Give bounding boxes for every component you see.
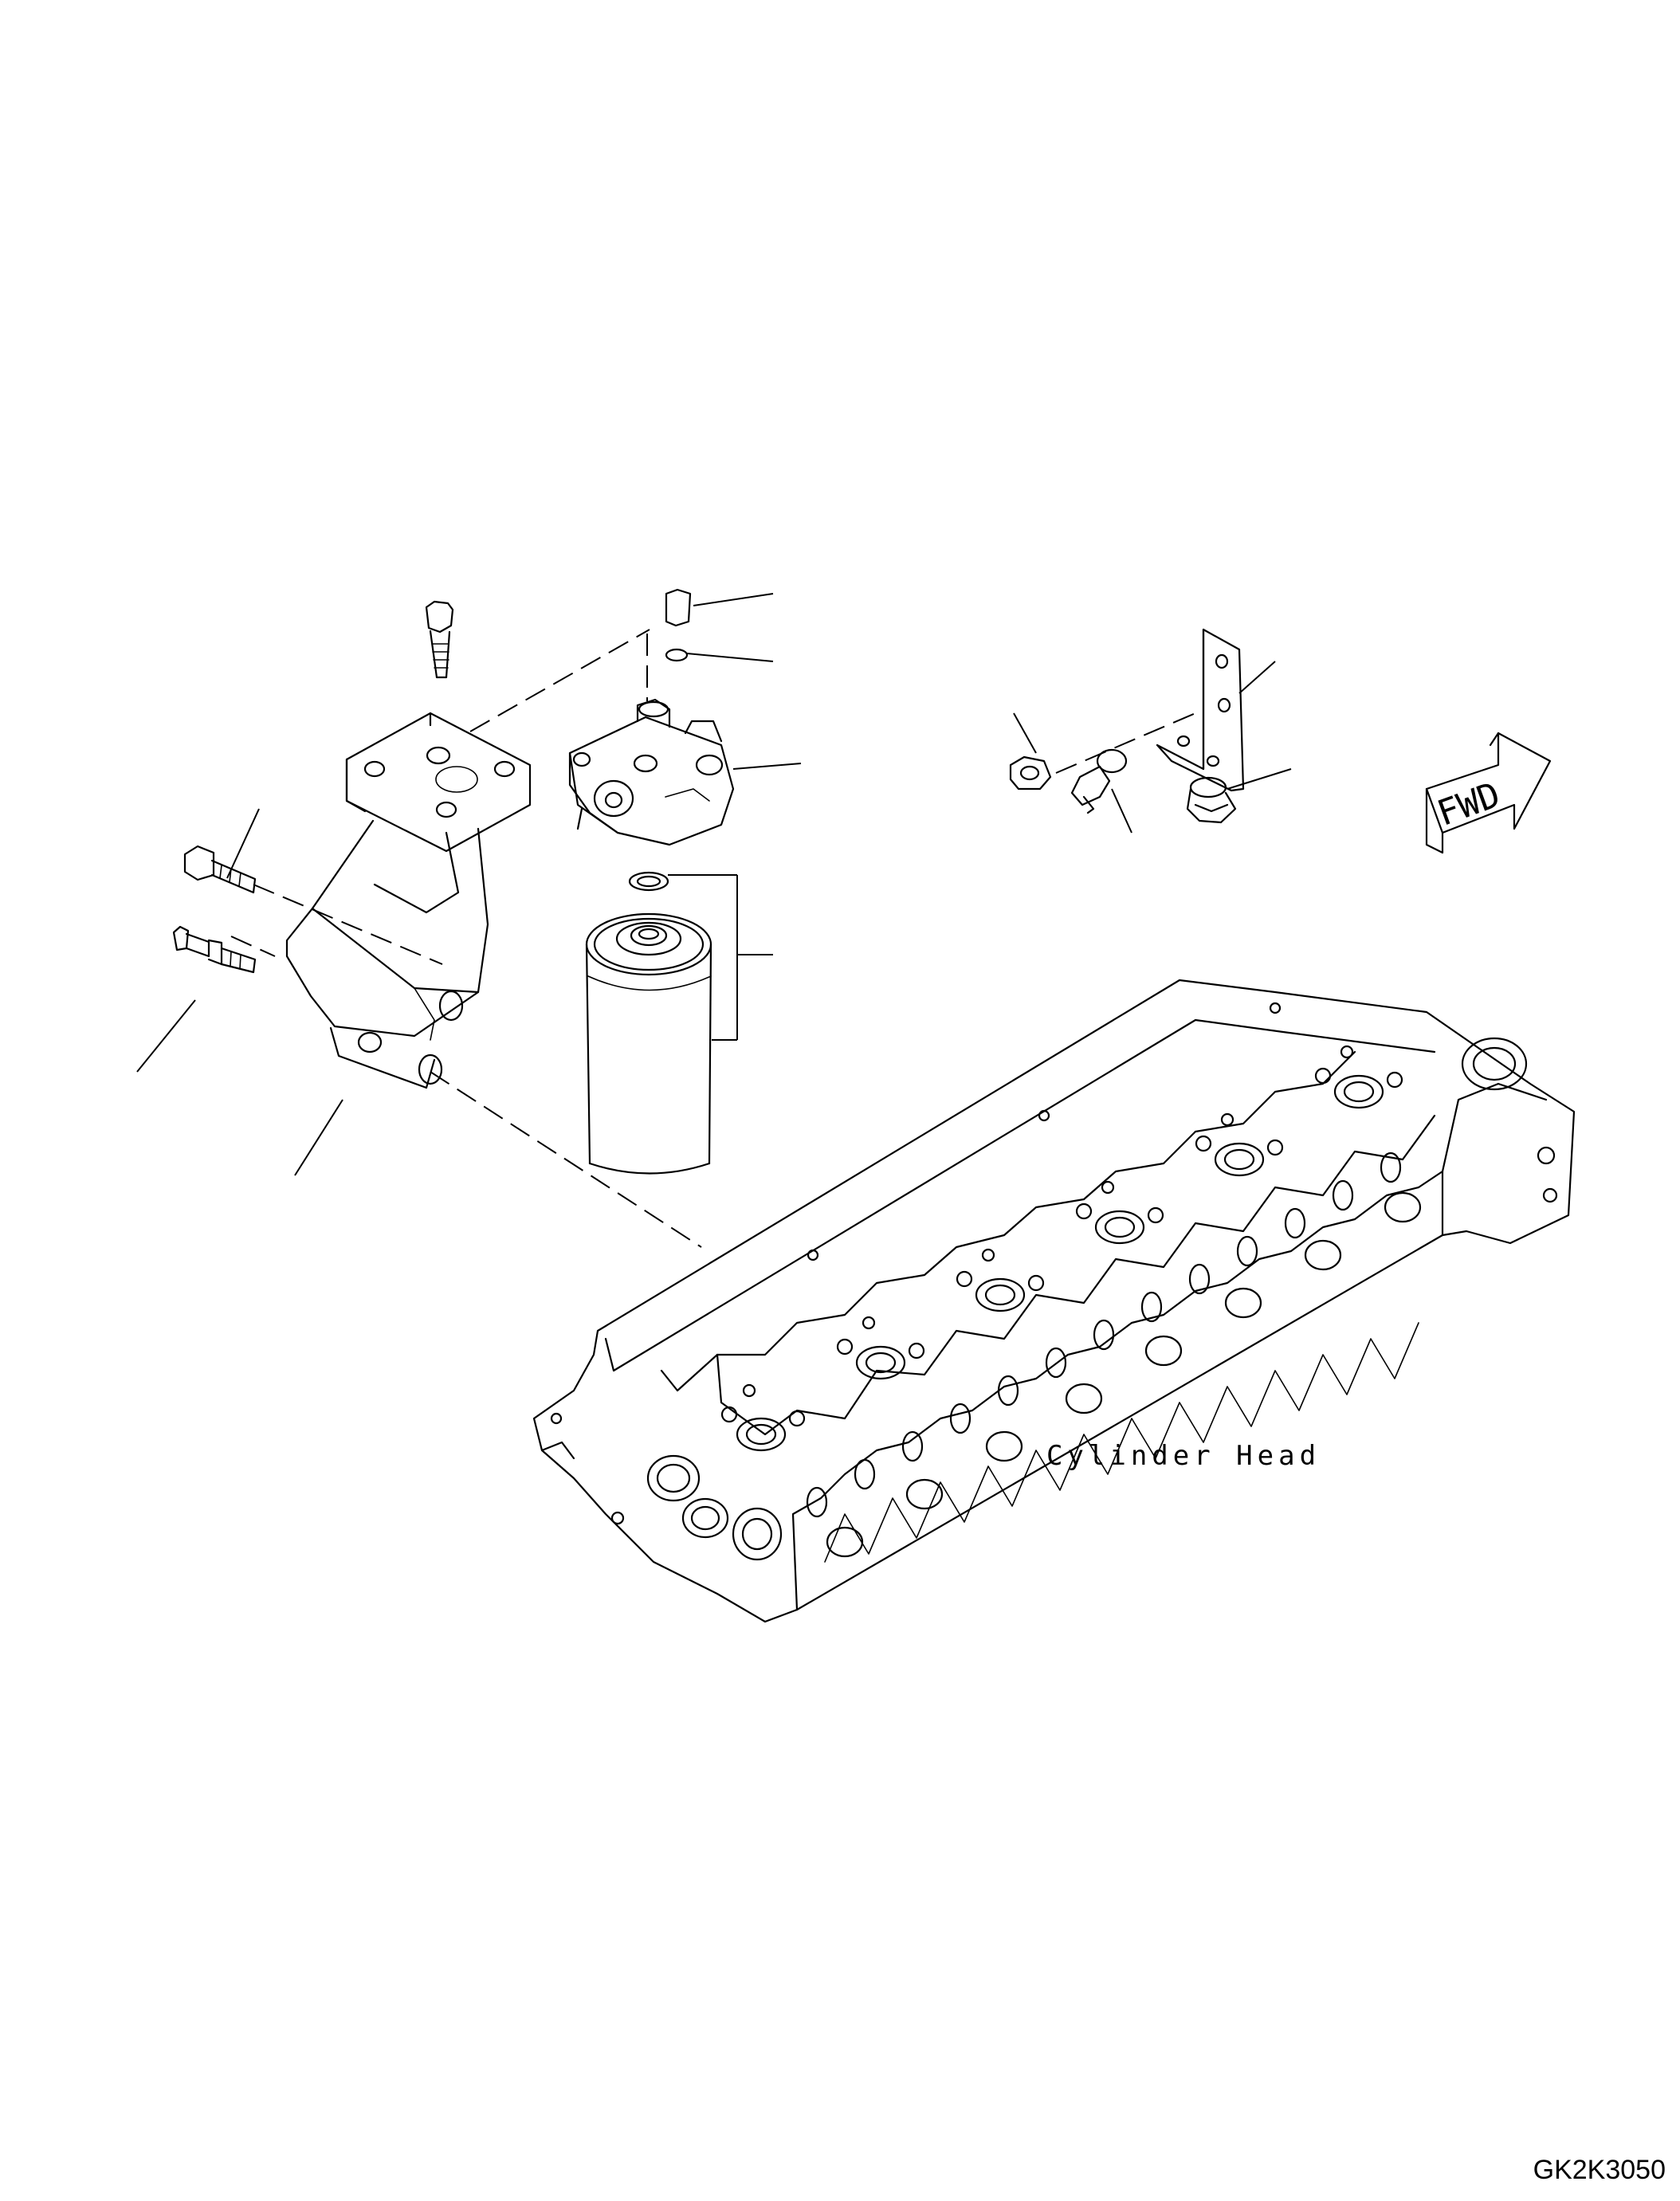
- cylinder-head: Cylinder Head: [532, 979, 1576, 1623]
- harness-bracket: [1156, 628, 1245, 792]
- cylinder-head-label: Cylinder Head: [1046, 1440, 1321, 1472]
- drawing-code: GK2K3050: [1533, 2155, 1666, 2185]
- filter-bracket: [285, 712, 532, 1089]
- assembly-dash-lines: [230, 629, 1196, 1248]
- fuel-filter-cartridge: [585, 871, 712, 1175]
- harness-clip: [1070, 748, 1128, 814]
- injector-bores: [736, 1037, 1528, 1452]
- hose-clamp: [1186, 776, 1237, 824]
- filter-head: [568, 588, 735, 846]
- intake-ports: [646, 1152, 1422, 1561]
- stud-left-lower: [172, 925, 257, 974]
- bolt-left-upper: [183, 845, 257, 894]
- bolt-top: [425, 600, 454, 679]
- callout-leaders: [136, 593, 1292, 1176]
- fwd-arrow: FWD: [1425, 732, 1552, 854]
- flange-nut: [1009, 755, 1052, 791]
- head-bolt-holes: [720, 1045, 1558, 1427]
